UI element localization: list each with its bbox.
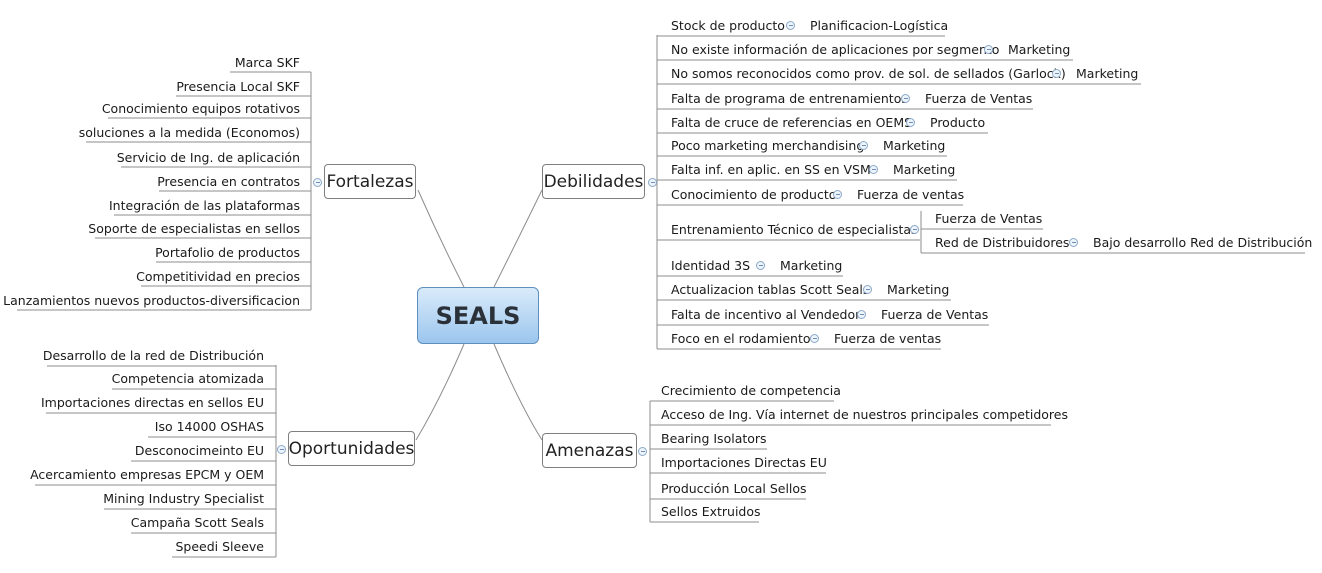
topic-oportunidades[interactable]: Oportunidades [288, 431, 415, 466]
oportunidad-item[interactable]: Speedi Sleeve [175, 539, 264, 554]
topic-fortalezas[interactable]: Fortalezas [324, 164, 416, 199]
amenaza-item[interactable]: Crecimiento de competencia [661, 383, 841, 398]
debilidad-responsable[interactable]: Planificacion-Logística [810, 18, 949, 33]
fortaleza-item[interactable]: Portafolio de productos [155, 245, 300, 260]
fortaleza-item[interactable]: Servicio de Ing. de aplicación [116, 150, 300, 165]
collapse-toggle-icon[interactable] [859, 141, 868, 150]
topic-debilidades[interactable]: Debilidades [542, 164, 645, 199]
debilidad-responsable[interactable]: Fuerza de ventas [834, 331, 942, 346]
debilidad-responsable[interactable]: Marketing [893, 162, 956, 177]
topic-amenazas[interactable]: Amenazas [542, 433, 637, 468]
debilidad-item[interactable]: Entrenamiento Técnico de especialistas [671, 222, 918, 237]
fortaleza-item[interactable]: Marca SKF [234, 55, 300, 70]
collapse-toggle-icon[interactable] [1069, 238, 1078, 247]
collapse-toggle-icon[interactable] [810, 334, 819, 343]
oportunidad-item[interactable]: Mining Industry Specialist [103, 491, 264, 506]
debilidad-item[interactable]: Foco en el rodamiento [671, 331, 811, 346]
debilidad-responsable[interactable]: Red de Distribuidores [935, 235, 1070, 250]
collapse-toggle-icon[interactable] [638, 447, 647, 456]
debilidad-item[interactable]: Stock de producto [671, 18, 785, 33]
debilidad-responsable[interactable]: Marketing [1008, 42, 1071, 57]
fortaleza-item[interactable]: Presencia en contratos [157, 174, 300, 189]
collapse-toggle-icon[interactable] [1052, 69, 1061, 78]
collapse-toggle-icon[interactable] [863, 285, 872, 294]
debilidad-item[interactable]: Poco marketing merchandising [671, 138, 865, 153]
fortaleza-item[interactable]: Presencia Local SKF [176, 79, 300, 94]
debilidad-item[interactable]: Falta de cruce de referencias en OEMS [671, 115, 913, 130]
fortaleza-item[interactable]: soluciones a la medida (Economos) [78, 125, 300, 140]
collapse-toggle-icon[interactable] [833, 190, 842, 199]
fortaleza-item[interactable]: Conocimiento equipos rotativos [101, 101, 300, 116]
debilidad-item[interactable]: No existe información de aplicaciones po… [671, 42, 1000, 57]
debilidad-responsable[interactable]: Fuerza de Ventas [935, 211, 1043, 226]
collapse-toggle-icon[interactable] [277, 445, 286, 454]
collapse-toggle-icon[interactable] [906, 118, 915, 127]
fortaleza-item[interactable]: Lanzamientos nuevos productos-diversific… [3, 293, 300, 308]
amenaza-item[interactable]: Producción Local Sellos [661, 481, 807, 496]
debilidad-item[interactable]: Actualizacion tablas Scott Seals [671, 282, 870, 297]
debilidad-item[interactable]: No somos reconocidos como prov. de sol. … [671, 66, 1066, 81]
debilidad-responsable[interactable]: Producto [930, 115, 986, 130]
fortaleza-item[interactable]: Soporte de especialistas en sellos [88, 221, 300, 236]
collapse-toggle-icon[interactable] [869, 165, 878, 174]
oportunidad-item[interactable]: Competencia atomizada [111, 371, 264, 386]
fortaleza-item[interactable]: Integración de las plataformas [109, 198, 300, 213]
central-topic[interactable]: SEALS [417, 287, 539, 344]
amenaza-item[interactable]: Sellos Extruidos [661, 504, 761, 519]
collapse-toggle-icon[interactable] [648, 178, 657, 187]
debilidad-item[interactable]: Conocimiento de producto [671, 187, 837, 202]
debilidad-responsable[interactable]: Bajo desarrollo Red de Distribución [1093, 235, 1313, 250]
collapse-toggle-icon[interactable] [756, 261, 765, 270]
oportunidad-item[interactable]: Importaciones directas en sellos EU [40, 395, 264, 410]
debilidad-responsable[interactable]: Marketing [780, 258, 843, 273]
oportunidad-item[interactable]: Desarrollo de la red de Distribución [42, 348, 264, 363]
debilidad-responsable[interactable]: Marketing [883, 138, 946, 153]
oportunidad-item[interactable]: Iso 14000 OSHAS [154, 419, 264, 434]
collapse-toggle-icon[interactable] [910, 225, 919, 234]
amenaza-item[interactable]: Acceso de Ing. Vía internet de nuestros … [661, 407, 1068, 422]
oportunidad-item[interactable]: Desconocimeinto EU [134, 443, 264, 458]
debilidad-item[interactable]: Falta inf. en aplic. en SS en VSM [671, 162, 871, 177]
debilidad-responsable[interactable]: Fuerza de Ventas [881, 307, 989, 322]
fortaleza-item[interactable]: Competitividad en precios [136, 269, 300, 284]
collapse-toggle-icon[interactable] [786, 21, 795, 30]
debilidad-item[interactable]: Falta de incentivo al Vendedor [671, 307, 861, 322]
debilidad-responsable[interactable]: Marketing [1076, 66, 1139, 81]
collapse-toggle-icon[interactable] [984, 45, 993, 54]
collapse-toggle-icon[interactable] [901, 94, 910, 103]
collapse-toggle-icon[interactable] [313, 178, 322, 187]
debilidad-item[interactable]: Identidad 3S [671, 258, 750, 273]
amenaza-item[interactable]: Importaciones Directas EU [661, 455, 827, 470]
debilidad-responsable[interactable]: Fuerza de Ventas [925, 91, 1033, 106]
oportunidad-item[interactable]: Campaña Scott Seals [130, 515, 264, 530]
debilidad-responsable[interactable]: Marketing [887, 282, 950, 297]
collapse-toggle-icon[interactable] [857, 310, 866, 319]
debilidad-item[interactable]: Falta de programa de entrenamientos [671, 91, 908, 106]
oportunidad-item[interactable]: Acercamiento empresas EPCM y OEM [30, 467, 264, 482]
amenaza-item[interactable]: Bearing Isolators [661, 431, 767, 446]
debilidad-responsable[interactable]: Fuerza de ventas [857, 187, 965, 202]
